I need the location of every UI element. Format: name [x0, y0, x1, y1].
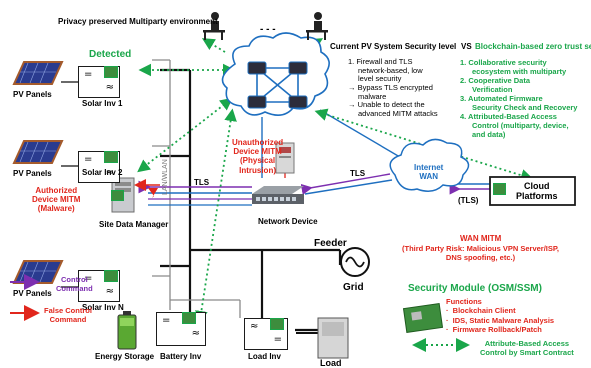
network-device-label: Network Device	[258, 217, 318, 226]
module-badge-cloud	[493, 183, 506, 195]
header-blockchain: Blockchain-based zero trust security	[475, 42, 591, 51]
battery-inverter: =≈	[156, 312, 206, 346]
module-badge-invn	[104, 270, 118, 282]
header-current: Current PV System Security level	[330, 42, 457, 51]
legend-false-label: False Control Command	[44, 306, 92, 324]
person-desk-icon-2	[306, 12, 328, 40]
pv-panels-label-2: PV Panels	[13, 169, 52, 178]
solar-inv-n-label: Solar Inv N	[82, 303, 124, 312]
wan-mitm-detail: (Third Party Risk: Malicious VPN Server/…	[402, 244, 560, 262]
load-label: Load	[320, 358, 342, 368]
solar-inv-2-label: Solar Inv 2	[82, 168, 123, 177]
detected-label: Detected	[89, 49, 132, 60]
pv-panels-label-3: PV Panels	[13, 289, 52, 298]
internet-cloud	[389, 138, 470, 192]
load-icon	[317, 317, 349, 359]
feeder-label: Feeder	[314, 238, 347, 249]
pv-panels-label-1: PV Panels	[13, 90, 52, 99]
cloud-platforms-label: Cloud Platforms	[516, 181, 558, 202]
solar-inv-1-label: Solar Inv 1	[82, 99, 123, 108]
unauth-mitm-label: Unauthorized Device MITM (Physical Intru…	[232, 138, 284, 175]
lan-wlan-label: LAN/WLAN	[162, 159, 169, 195]
auth-mitm-label: Authorized Device MITM (Malware)	[32, 186, 81, 214]
header-vs: VS	[461, 42, 472, 51]
security-module-board-icon	[402, 303, 444, 333]
tls-right-label: TLS	[350, 169, 366, 178]
tls-left-label: TLS	[194, 178, 210, 187]
module-badge-sdm	[111, 190, 124, 201]
current-security-list: 1. Firewall and TLS network-based, low l…	[348, 57, 438, 118]
module-badge-inv2	[104, 151, 118, 163]
tls-cloud-label: (TLS)	[458, 196, 479, 205]
module-badge-battery	[182, 312, 196, 324]
legend-aba-label: Attribute-Based Access Control by Smart …	[480, 339, 574, 357]
person-desk-icon-1	[203, 12, 225, 40]
wan-mitm-title: WAN MITM	[460, 234, 502, 243]
internet-wan-label: Internet WAN	[414, 163, 444, 182]
functions-list: Functions · Blockchain Client · IDS, Sta…	[446, 297, 555, 335]
pv-panel-icon-3	[12, 260, 64, 284]
module-badge-inv1	[104, 66, 118, 78]
pv-panel-icon-1	[12, 61, 64, 85]
network-switch-icon	[252, 186, 304, 204]
energy-storage-label: Energy Storage	[95, 352, 155, 361]
title: Privacy preserved Multiparty environment	[58, 17, 218, 26]
blockchain-cloud	[221, 32, 330, 116]
pv-panel-icon-2	[12, 140, 64, 164]
site-data-manager-label: Site Data Manager	[99, 220, 169, 229]
battery-icon	[117, 311, 137, 350]
load-inv-label: Load Inv	[248, 352, 281, 361]
grid-label: Grid	[343, 282, 364, 293]
module-badge-load	[270, 318, 284, 330]
dots-separator: - - -	[260, 24, 276, 35]
legend-control-label: Control Command	[56, 275, 93, 293]
rogue-device-icon	[275, 142, 295, 174]
battery-inv-label: Battery Inv	[160, 352, 202, 361]
security-module-title: Security Module (OSM/SSM)	[408, 283, 542, 294]
blockchain-benefit-list: 1. Collaborative security ecosystem with…	[460, 58, 578, 139]
